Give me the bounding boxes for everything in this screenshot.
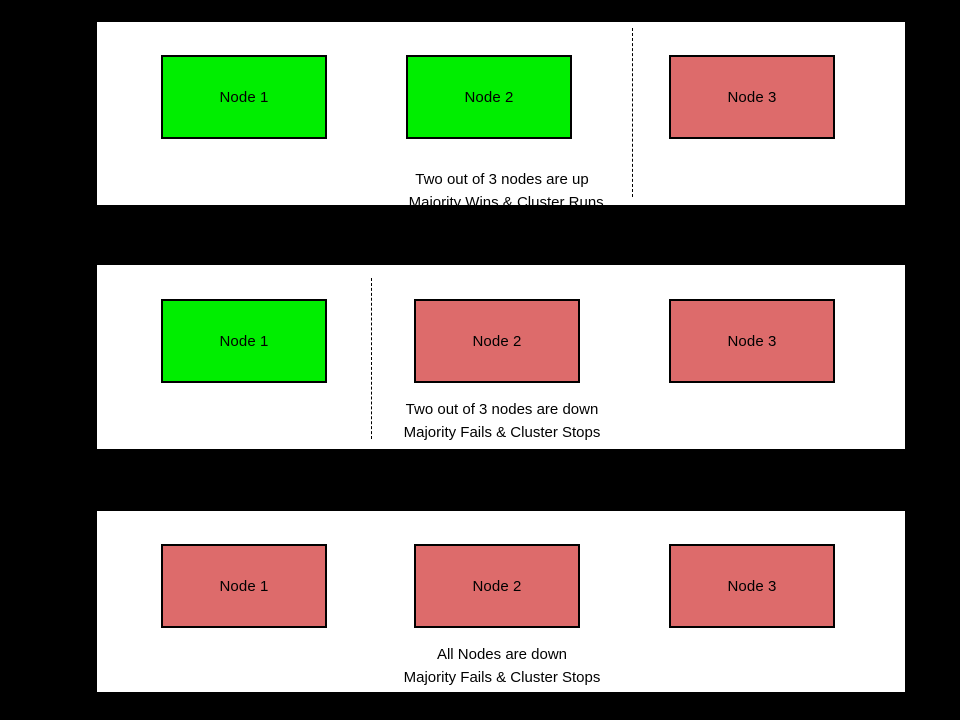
caption-line-1: Two out of 3 nodes are up xyxy=(415,171,589,188)
quorum-divider-dashed-line xyxy=(632,28,633,197)
node-label: Node 1 xyxy=(219,577,269,595)
node-label: Node 3 xyxy=(727,88,777,106)
caption-line-2: Majority Fails & Cluster Stops xyxy=(403,424,601,441)
node-label: Node 1 xyxy=(219,88,269,106)
scenario-panel-two-up: Node 1 Node 2 Node 3 Two out of 3 nodes … xyxy=(96,21,906,211)
scenario-panel-two-down: Node 1 Node 2 Node 3 Two out of 3 nodes … xyxy=(96,264,906,450)
node-box-3[interactable]: Node 3 xyxy=(669,544,835,628)
scenario-caption: Two out of 3 nodes are down Majority Fai… xyxy=(282,398,722,444)
node-label: Node 3 xyxy=(727,332,777,350)
node-box-3[interactable]: Node 3 xyxy=(669,299,835,383)
caption-line-2: Majority Fails & Cluster Stops xyxy=(403,669,601,686)
node-box-2[interactable]: Node 2 xyxy=(406,55,572,139)
node-label: Node 1 xyxy=(219,332,269,350)
caption-line-1: Two out of 3 nodes are down xyxy=(405,401,599,418)
node-label: Node 3 xyxy=(727,577,777,595)
caption-line-2: , Majority Wins & Cluster Runs xyxy=(400,194,604,211)
node-label: Node 2 xyxy=(472,332,522,350)
node-label: Node 2 xyxy=(464,88,514,106)
node-box-2[interactable]: Node 2 xyxy=(414,299,580,383)
node-box-1[interactable]: Node 1 xyxy=(161,299,327,383)
node-label: Node 2 xyxy=(472,577,522,595)
node-box-2[interactable]: Node 2 xyxy=(414,544,580,628)
scenario-caption: All Nodes are down Majority Fails & Clus… xyxy=(282,643,722,689)
node-box-1[interactable]: Node 1 xyxy=(161,55,327,139)
node-box-1[interactable]: Node 1 xyxy=(161,544,327,628)
scenario-caption: Two out of 3 nodes are up , Majority Win… xyxy=(282,168,722,214)
node-box-3[interactable]: Node 3 xyxy=(669,55,835,139)
scenario-panel-all-down: Node 1 Node 2 Node 3 All Nodes are down … xyxy=(96,510,906,693)
caption-line-1: All Nodes are down xyxy=(436,646,568,663)
quorum-divider-dashed-line xyxy=(371,278,372,439)
